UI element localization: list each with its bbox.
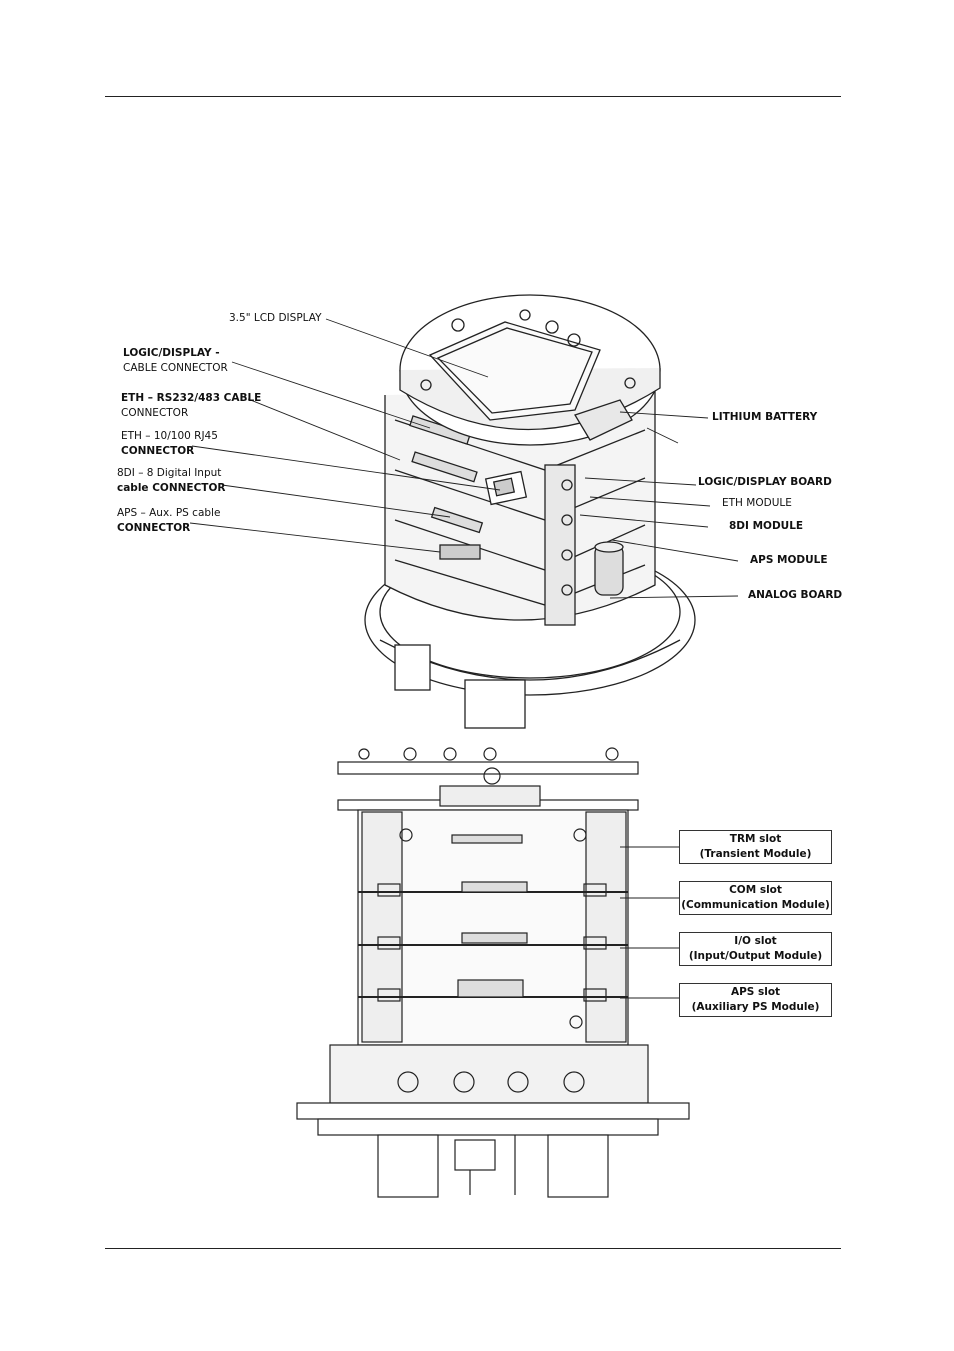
slot-trm-desc: (Transient Module) xyxy=(699,848,812,860)
slot-com-title: COM slot xyxy=(729,884,782,896)
slot-box-aps: APS slot (Auxiliary PS Module) xyxy=(679,983,832,1017)
label-aps-cable-line1: APS – Aux. PS cable xyxy=(117,507,221,519)
label-logic-display-board: LOGIC/DISPLAY BOARD xyxy=(698,476,832,488)
label-lcd-display: 3.5" LCD DISPLAY xyxy=(229,312,322,324)
label-eth-rs232-line2: CONNECTOR xyxy=(121,407,189,419)
label-8di-module: 8DI MODULE xyxy=(729,520,804,532)
label-eth-rj45: ETH – 10/100 RJ45 CONNECTOR xyxy=(121,429,218,459)
label-eth-rj45-line2: CONNECTOR xyxy=(121,445,195,457)
front-view-figure: TRM slot (Transient Module) COM slot (Co… xyxy=(0,740,954,1220)
isometric-device-drawing xyxy=(189,294,739,729)
label-logic-display-cable: LOGIC/DISPLAY - CABLE CONNECTOR xyxy=(123,346,228,376)
label-aps-module: APS MODULE xyxy=(750,554,828,566)
slot-box-com: COM slot (Communication Module) xyxy=(679,881,832,915)
header-rule xyxy=(105,96,841,97)
label-analog-board: ANALOG BOARD xyxy=(748,589,843,601)
label-eth-rj45-line1: ETH – 10/100 RJ45 xyxy=(121,430,218,442)
slot-box-trm: TRM slot (Transient Module) xyxy=(679,830,832,864)
label-eth-rs232-line1: ETH – RS232/483 CABLE xyxy=(121,392,262,404)
slot-io-desc: (Input/Output Module) xyxy=(688,950,823,962)
slot-io-title: I/O slot xyxy=(734,935,777,947)
label-logic-display-cable-line2: CABLE CONNECTOR xyxy=(123,362,228,374)
slot-aps-desc: (Auxiliary PS Module) xyxy=(691,1001,820,1013)
label-aps-cable-line2: CONNECTOR xyxy=(117,522,191,534)
label-aps-cable: APS – Aux. PS cable CONNECTOR xyxy=(117,506,220,536)
slot-aps-title: APS slot xyxy=(730,986,781,998)
label-8di-line2: cable CONNECTOR xyxy=(117,482,226,494)
label-8di: 8DI – 8 Digital Input cable CONNECTOR xyxy=(117,466,225,496)
isometric-device-figure: 3.5" LCD DISPLAY LOGIC/DISPLAY - CABLE C… xyxy=(117,294,843,729)
slot-trm-title: TRM slot xyxy=(729,833,782,845)
label-eth-rs232: ETH – RS232/483 CABLE CONNECTOR xyxy=(121,391,261,421)
slot-box-io: I/O slot (Input/Output Module) xyxy=(679,932,832,966)
footer-rule xyxy=(105,1248,841,1249)
label-eth-module: ETH MODULE xyxy=(722,497,792,509)
label-lithium-battery: LITHIUM BATTERY xyxy=(712,411,818,423)
front-view-drawing xyxy=(296,747,690,1198)
slot-com-desc: (Communication Module) xyxy=(681,899,830,911)
label-logic-display-cable-line1: LOGIC/DISPLAY - xyxy=(123,347,220,359)
label-8di-line1: 8DI – 8 Digital Input xyxy=(117,467,222,479)
